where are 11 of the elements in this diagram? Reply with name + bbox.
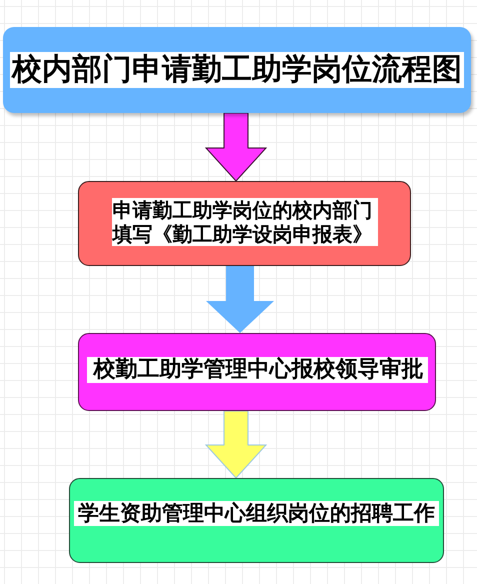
process-box <box>78 181 411 266</box>
highlighted-text: 校内部门申请勤工助学岗位流程图 <box>10 52 464 88</box>
process-box <box>69 478 444 563</box>
highlighted-text: 校勤工助学管理中心报校领导审批 <box>86 357 428 383</box>
highlighted-text: 学生资助管理中心组织岗位的招聘工作 <box>74 501 439 526</box>
block-arrow <box>206 266 274 333</box>
block-arrow <box>204 112 268 182</box>
process-box <box>78 333 436 411</box>
block-arrow <box>204 410 268 479</box>
title-box <box>3 27 471 113</box>
highlighted-text: 申请勤工助学岗位的校内部门填写《勤工助学设岗申报表》 <box>112 198 378 246</box>
